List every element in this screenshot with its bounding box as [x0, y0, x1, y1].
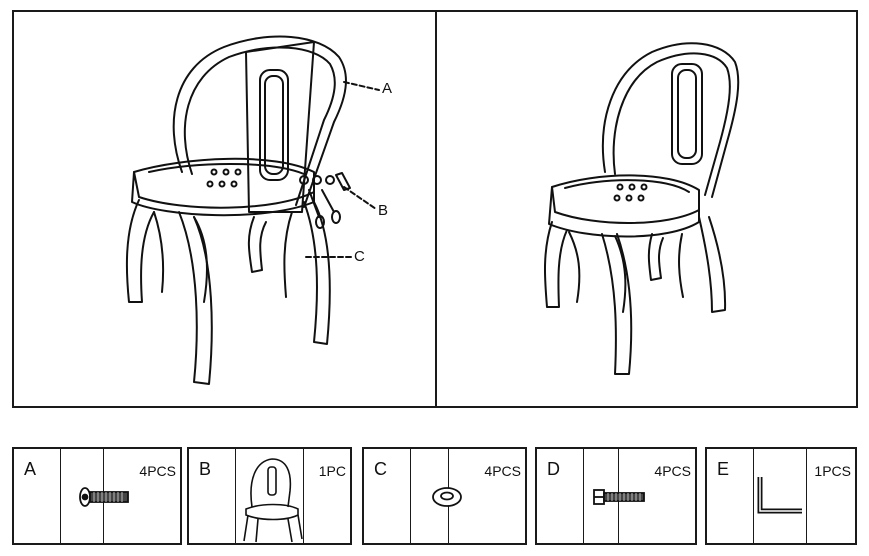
assembled-chair-panel — [435, 10, 858, 408]
callout-a-label: A — [382, 80, 393, 97]
part-letter: D — [547, 459, 560, 479]
part-b-box: B 1PC — [187, 447, 352, 545]
part-quantity: 1PC — [318, 463, 346, 479]
part-letter: E — [717, 459, 730, 479]
part-d-box: D 4PCS — [535, 447, 697, 545]
part-e-box: E 1PCS — [705, 447, 857, 545]
part-letter: A — [24, 459, 37, 479]
assembled-chair-drawing — [544, 42, 740, 375]
part-quantity: 4PCS — [654, 463, 691, 479]
washer-icon — [432, 487, 462, 507]
exploded-chair-drawing — [125, 35, 380, 385]
part-a-box: A 4PCS — [12, 447, 182, 545]
hex-socket-bolt-icon — [79, 487, 129, 507]
part-quantity: 1PCS — [814, 463, 851, 479]
part-quantity: 4PCS — [139, 463, 176, 479]
chair-icon — [243, 458, 303, 543]
callout-c-label: C — [354, 248, 365, 265]
part-letter: C — [374, 459, 387, 479]
allen-key-icon — [757, 477, 802, 514]
part-quantity: 4PCS — [484, 463, 521, 479]
assembly-step-panel: A B C — [12, 10, 437, 408]
part-letter: B — [199, 459, 212, 479]
hex-bolt-icon — [593, 489, 645, 505]
part-c-box: C 4PCS — [362, 447, 527, 545]
callout-b-label: B — [378, 202, 389, 219]
